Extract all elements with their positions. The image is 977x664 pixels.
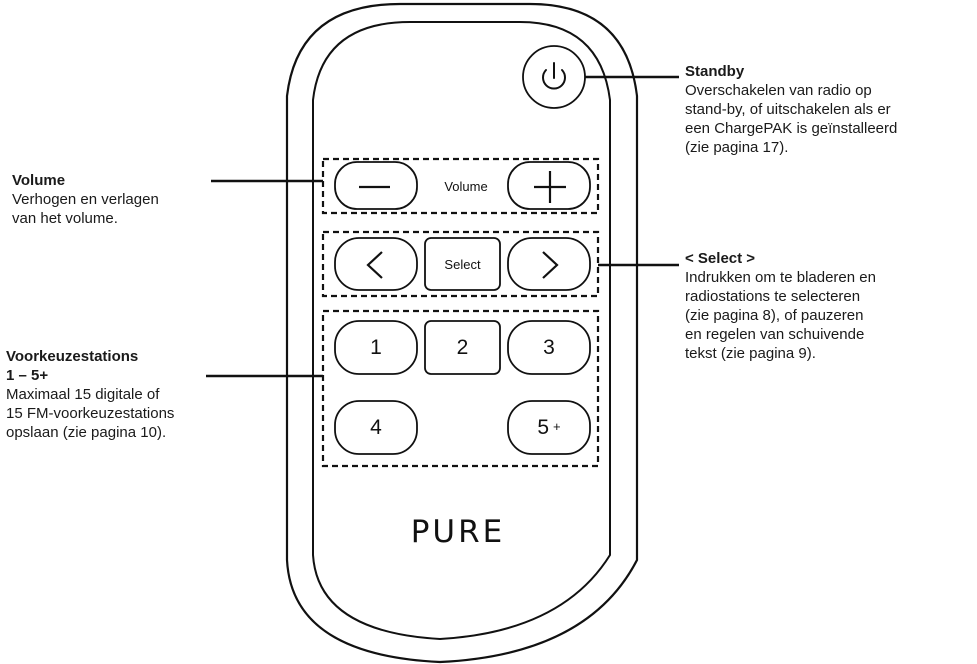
volume-callout: Volume Verhogen en verlagen van het volu… bbox=[12, 171, 159, 228]
select-button-shape bbox=[424, 237, 501, 291]
right-button-shape bbox=[507, 237, 591, 291]
remote-inner-outline bbox=[312, 21, 611, 641]
standby-line: (zie pagina 17). bbox=[685, 139, 789, 156]
preset-2-shape bbox=[424, 320, 501, 375]
select-button-label: Select bbox=[444, 256, 481, 272]
select-line: (zie pagina 8), of pauzeren bbox=[685, 307, 864, 324]
preset-group-frame bbox=[321, 309, 600, 468]
standby-title: Standby bbox=[685, 63, 745, 80]
volume-up-shape bbox=[507, 161, 591, 210]
standby-callout: Standby Overschakelen van radio op stand… bbox=[685, 62, 897, 157]
standby-button[interactable] bbox=[523, 46, 585, 108]
select-callout: < Select > Indrukken om te bladeren en r… bbox=[685, 249, 876, 363]
standby-line: Overschakelen van radio op bbox=[685, 82, 872, 99]
preset-1-label: 1 bbox=[370, 335, 382, 359]
right-button[interactable] bbox=[508, 238, 590, 290]
preset-3-shape bbox=[507, 320, 591, 375]
volume-down-button[interactable] bbox=[335, 162, 417, 209]
preset-1-button[interactable] bbox=[335, 321, 417, 374]
standby-line: een ChargePAK is geïnstalleerd bbox=[685, 120, 898, 137]
preset-4-button[interactable] bbox=[335, 401, 417, 454]
volume-down-shape bbox=[334, 161, 418, 210]
left-button[interactable] bbox=[335, 238, 417, 290]
plus-icon bbox=[534, 171, 566, 203]
chevron-right-icon bbox=[542, 251, 559, 279]
preset-2-label: 2 bbox=[456, 335, 469, 359]
volume-label: Volume bbox=[444, 178, 488, 194]
volume-line: van het volume. bbox=[12, 210, 118, 227]
presets-line: opslaan (zie pagina 10). bbox=[6, 424, 167, 441]
preset-plus-sign: + bbox=[553, 419, 561, 434]
presets-title: Voorkeuzestations bbox=[6, 348, 139, 365]
preset-1-shape bbox=[334, 320, 418, 375]
presets-line: Maximaal 15 digitale of bbox=[6, 386, 160, 403]
select-button[interactable] bbox=[425, 238, 500, 290]
presets-callout: Voorkeuzestations 1 – 5+ Maximaal 15 dig… bbox=[6, 347, 174, 442]
volume-title: Volume bbox=[12, 172, 66, 189]
preset-5-label: 5+ bbox=[508, 401, 590, 454]
preset-5-number: 5 bbox=[537, 415, 550, 439]
presets-title-range: 1 – 5+ bbox=[6, 367, 49, 384]
volume-up-button[interactable] bbox=[508, 162, 590, 209]
brand-logo: PURE bbox=[410, 514, 506, 550]
preset-4-shape bbox=[334, 400, 418, 455]
power-icon bbox=[542, 62, 566, 90]
select-line: radiostations te selecteren bbox=[685, 288, 861, 305]
preset-3-button[interactable] bbox=[508, 321, 590, 374]
select-line: en regelen van schuivende bbox=[685, 326, 865, 343]
select-line: Indrukken om te bladeren en bbox=[685, 269, 876, 286]
preset-3-label: 3 bbox=[543, 335, 555, 359]
preset-5-button[interactable] bbox=[508, 401, 590, 454]
chevron-left-icon bbox=[366, 251, 383, 279]
volume-line: Verhogen en verlagen bbox=[12, 191, 159, 208]
left-button-shape bbox=[334, 237, 418, 291]
select-group-frame bbox=[321, 230, 600, 298]
remote-outer-outline bbox=[285, 2, 639, 664]
standby-line: stand-by, of uitschakelen als er bbox=[685, 101, 891, 118]
preset-2-button[interactable] bbox=[425, 321, 500, 374]
select-line: tekst (zie pagina 9). bbox=[685, 345, 816, 362]
volume-group-frame bbox=[321, 157, 600, 215]
preset-5-shape bbox=[507, 400, 591, 455]
preset-4-label: 4 bbox=[370, 415, 382, 439]
presets-line: 15 FM-voorkeuzestations bbox=[6, 405, 175, 422]
select-title: < Select > bbox=[685, 250, 756, 267]
